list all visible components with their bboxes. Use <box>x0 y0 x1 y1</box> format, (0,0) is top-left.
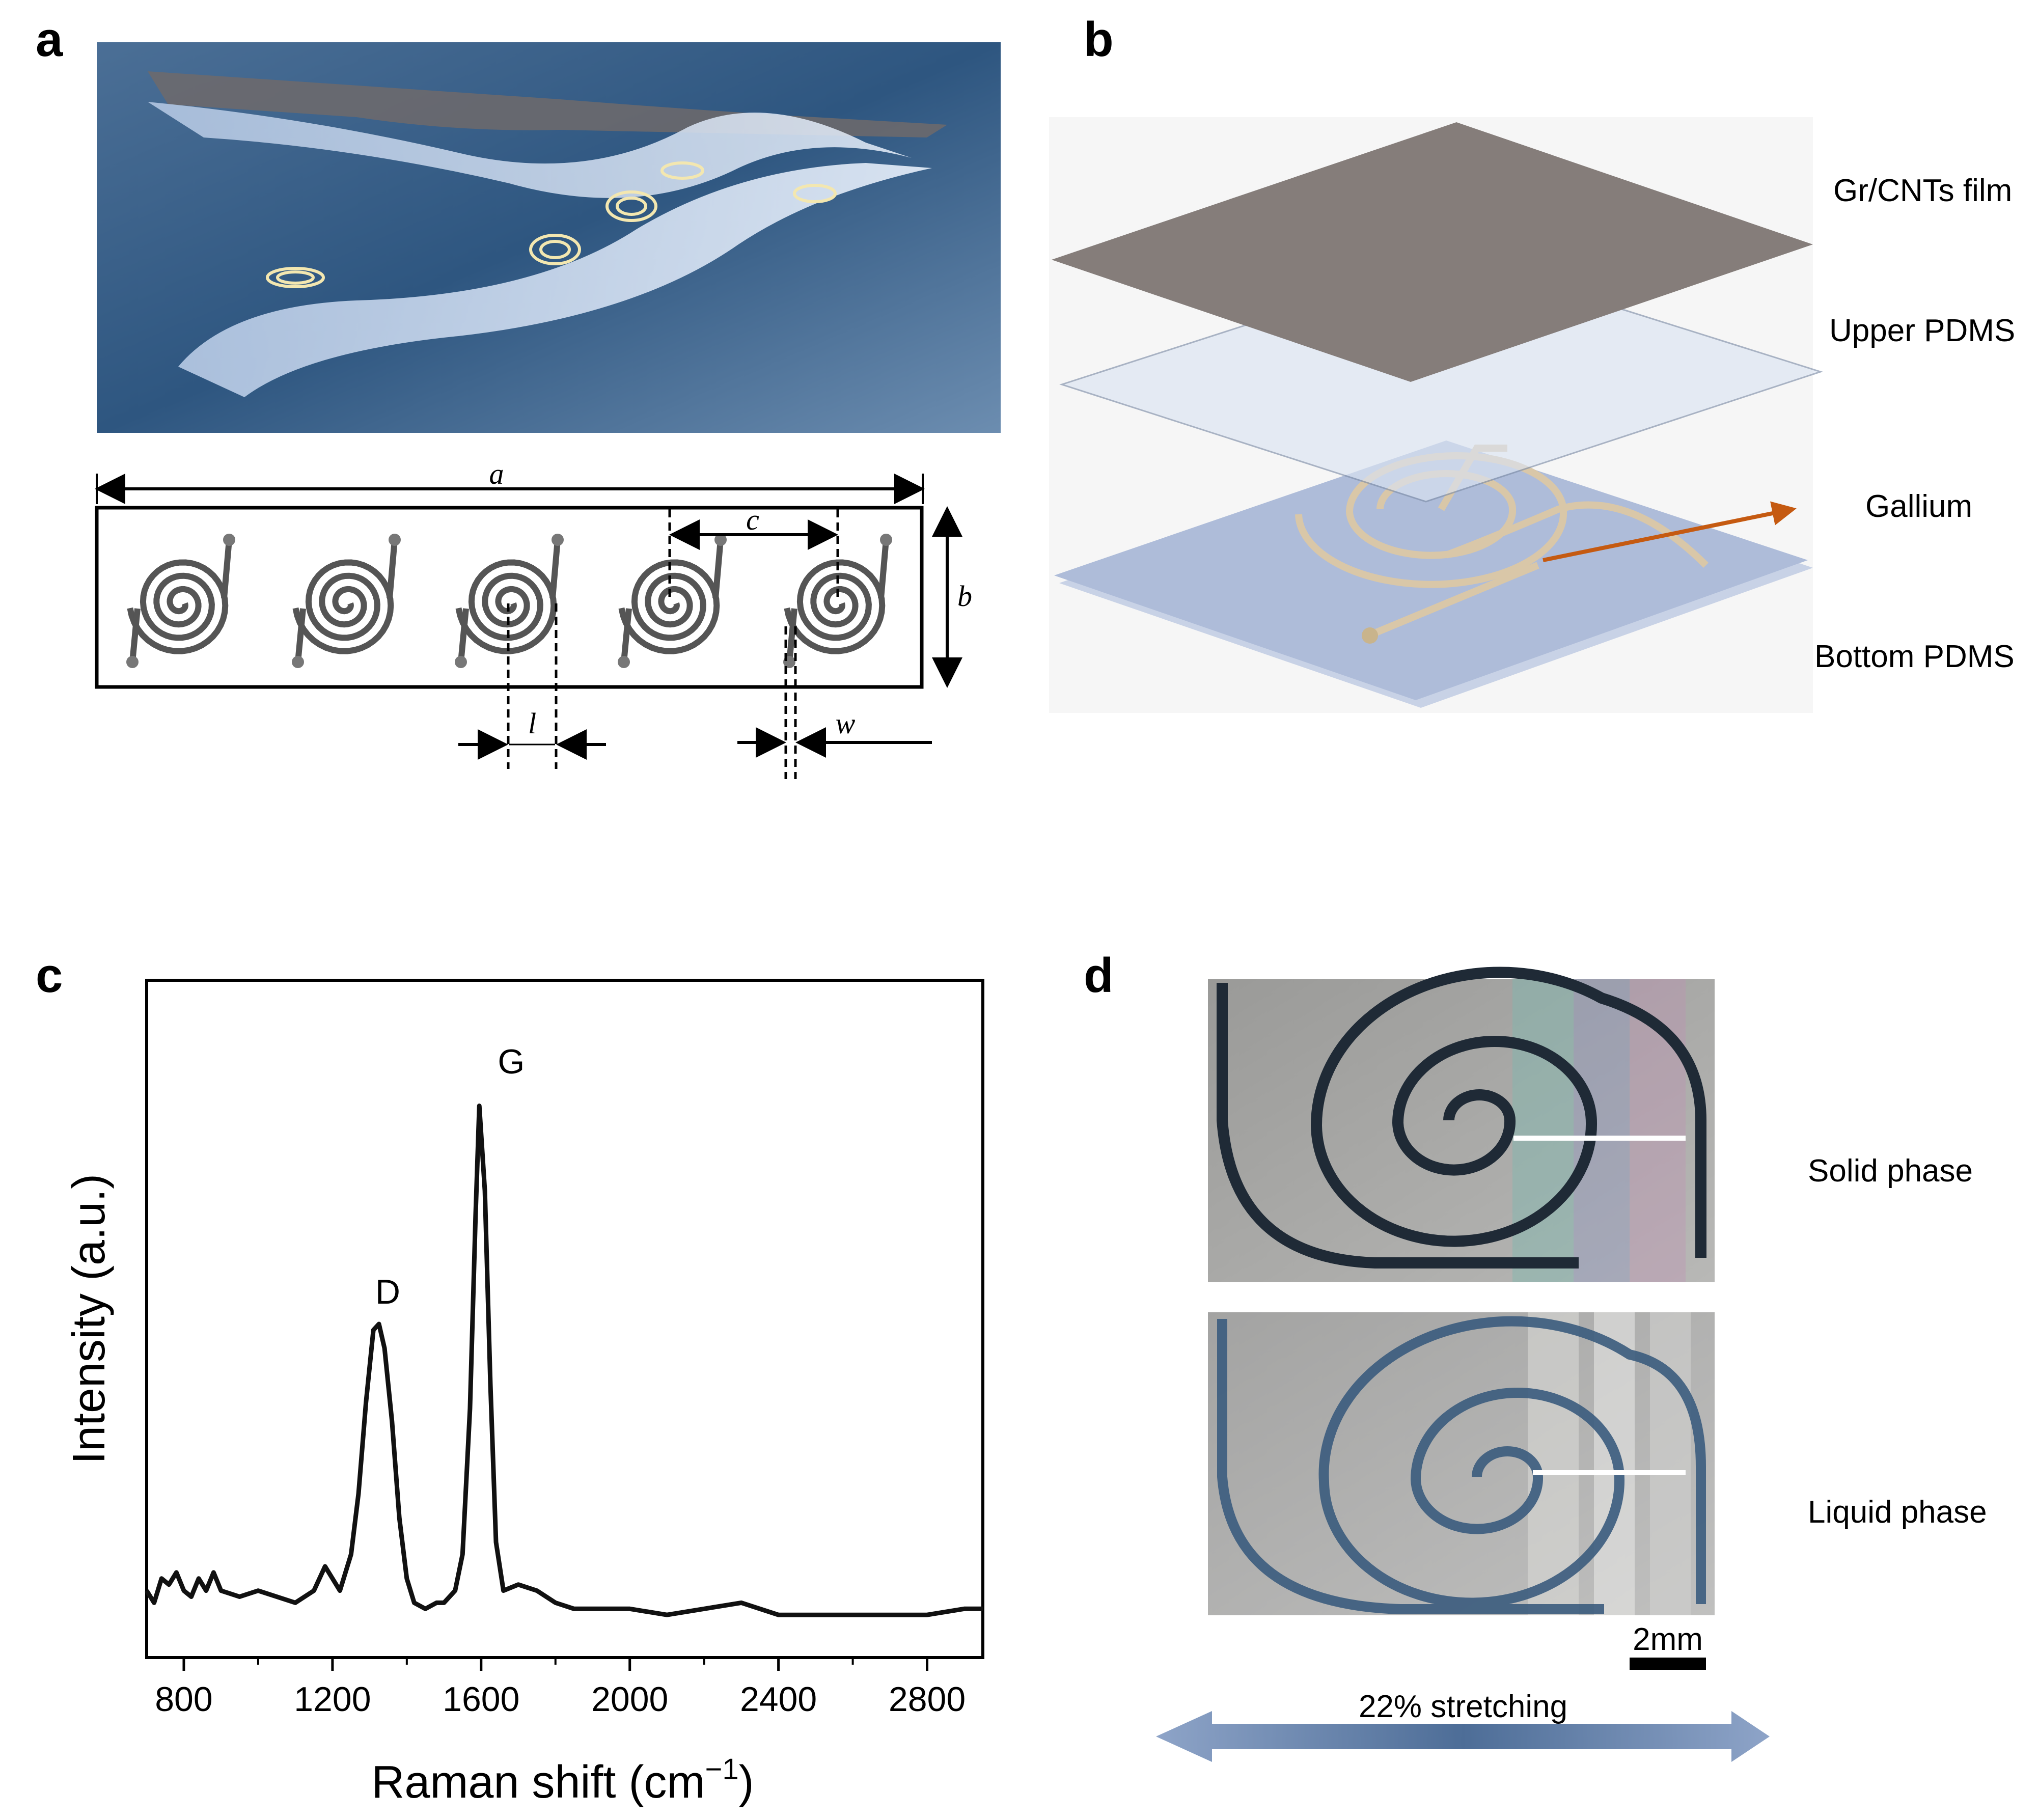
layer-label-film: Gr/CNTs film <box>1833 173 2012 208</box>
stretch-double-arrow <box>1156 1711 1770 1762</box>
panel-c-letter: c <box>36 948 63 1003</box>
electrode-pad <box>880 534 892 546</box>
dim-w-label: w <box>836 707 856 740</box>
electrode-lead <box>621 608 632 663</box>
electrode-lead <box>878 539 889 599</box>
electrode-pad <box>292 656 304 668</box>
layer-label-gallium: Gallium <box>1865 489 1972 524</box>
spiral-electrode <box>455 559 557 654</box>
x-tick-label: 800 <box>155 1680 212 1719</box>
panel-d-letter: d <box>1084 948 1114 1003</box>
dim-b-label: b <box>957 580 972 613</box>
electrode-pad <box>389 534 401 546</box>
panel-a-letter: a <box>36 12 63 67</box>
electrode-lead <box>712 539 724 599</box>
electrode-lead <box>786 608 797 663</box>
solid-phase-label: Solid phase <box>1808 1153 1973 1189</box>
spiral-electrodes <box>126 534 892 668</box>
electrode-pad <box>552 534 564 546</box>
y-axis-title: Intensity (a.u.) <box>64 1174 115 1464</box>
electrode-pad <box>223 534 235 546</box>
peak-label-d: D <box>375 1273 400 1311</box>
electrode-pad <box>126 656 139 668</box>
electrode-lead <box>221 539 232 599</box>
x-tick-label: 2800 <box>889 1680 966 1719</box>
gallium-pointer-arrow <box>1543 501 1797 562</box>
electrode-lead <box>549 539 561 599</box>
solid-phase-photo <box>1208 967 1715 1282</box>
dim-c-label: c <box>746 503 759 536</box>
layer-label-upper-pdms: Upper PDMS <box>1829 313 2015 348</box>
electrode-lead <box>129 608 141 663</box>
x-tick-label: 2000 <box>591 1680 668 1719</box>
x-axis-ticks: 800 1200 1600 2000 2400 2800 <box>155 1658 966 1719</box>
electrode-lead <box>387 539 398 599</box>
panel-a: a a b <box>36 12 1001 779</box>
x-tick-label: 1200 <box>294 1680 371 1719</box>
x-axis-title: Raman shift (cm−1) <box>371 1753 754 1808</box>
panel-b-letter: b <box>1084 12 1114 67</box>
electrode-pad <box>618 656 630 668</box>
scale-bar-label: 2mm <box>1633 1622 1703 1657</box>
peak-label-g: G <box>498 1042 525 1081</box>
device-rendering-image <box>97 42 1001 433</box>
spiral-electrode <box>292 559 394 654</box>
raman-chart: 800 1200 1600 2000 2400 2800 D G Intensity (a.… <box>64 979 984 1808</box>
panel-c: c 800 1200 1600 2000 2400 2800 D G Intensity (… <box>36 948 984 1808</box>
plot-frame <box>145 979 984 1659</box>
panel-d: d 2mm Solid phase Liquid <box>1084 948 1987 1762</box>
layout-schematic: a b c l w <box>95 457 972 779</box>
liquid-phase-label: Liquid phase <box>1808 1495 1987 1530</box>
electrode-pad <box>714 534 727 546</box>
spiral-electrode <box>127 559 229 654</box>
electrode-lead <box>458 608 469 663</box>
dim-a-label: a <box>489 457 504 490</box>
x-tick-label: 1600 <box>443 1680 519 1719</box>
stretch-label: 22% stretching <box>1359 1689 1567 1724</box>
dim-l-label: l <box>528 707 536 740</box>
liquid-phase-photo <box>1208 1312 1715 1615</box>
electrode-pad <box>455 656 467 668</box>
gr-cnts-film-layer <box>1052 122 1813 382</box>
scale-bar <box>1630 1658 1706 1670</box>
raman-spectrum-line <box>145 1104 983 1617</box>
electrode-lead <box>295 608 306 663</box>
x-tick-label: 2400 <box>740 1680 817 1719</box>
panel-b: b Gr/CNTs film Upper PDMS Gallium Bottom… <box>1049 12 2015 713</box>
layer-label-bottom-pdms: Bottom PDMS <box>1814 639 2015 674</box>
bottom-pdms-layer <box>1054 440 1808 700</box>
